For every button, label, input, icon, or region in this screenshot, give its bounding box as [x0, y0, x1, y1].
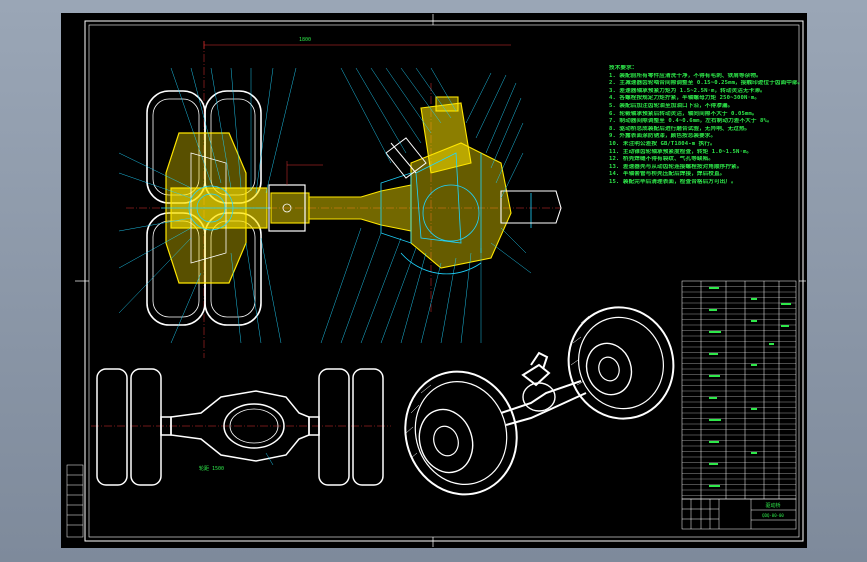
note-line: 6. 轮毂轴承预紧后转动灵活，轴向间隙不大于 0.05mm。 [609, 110, 758, 117]
parts-list [681, 280, 797, 500]
axle-end [500, 190, 562, 224]
note-line: 12. 桥壳焊缝不得有裂纹、气孔等缺陷。 [609, 156, 714, 163]
note-line: 1. 装配前所有零件应清洗干净，不得有毛刺、铁屑等杂物。 [609, 72, 762, 79]
border-ticks [75, 14, 806, 547]
title-block [681, 498, 797, 530]
note-line: 7. 制动器间隙调整至 0.4~0.6mm，左右制动力差不大于 8%。 [609, 118, 773, 125]
note-line: 4. 各螺栓按规定力矩拧紧，半轴螺母力矩 250~300N·m。 [609, 95, 761, 102]
title-block-drawing-code: QDQ-00-00 [762, 513, 784, 518]
note-line: 10. 未注明公差按 GB/T1804-m 执行。 [609, 140, 716, 147]
plan-leader [265, 452, 274, 466]
parts-list-entries [709, 287, 791, 487]
technical-requirements: 技术要求：1. 装配前所有零件应清洗干净，不得有毛刺、铁屑等杂物。2. 主减速器… [609, 65, 844, 187]
note-line: 13. 差速器壳与从动齿轮连接螺栓按对角顺序拧紧。 [609, 163, 743, 170]
hub-details [161, 185, 271, 231]
title-block-drawing-name: 驱动桥 [765, 503, 781, 509]
axle-housing [270, 184, 412, 232]
note-line: 9. 外露表面涂防锈漆，颜色按总装要求。 [609, 133, 717, 140]
note-line: 8. 驱动桥总成装配后进行磨合试验，无异响、无过热。 [609, 125, 751, 132]
top-dimension-line [203, 41, 511, 49]
bottom-dimension-label: 轮距 1500 [199, 466, 225, 472]
note-line: 14. 半轴套管与桥壳压配后焊接，焊后校直。 [609, 171, 726, 178]
assembly-drawing [66, 14, 806, 547]
note-line: 15. 装配完毕后清理表面，检查合格后方可出厂。 [609, 178, 737, 185]
plan-view [96, 368, 384, 486]
tire-tread [405, 315, 590, 459]
isometric-view [404, 306, 675, 496]
parts-list-rows [682, 286, 796, 496]
top-dimension-label: 1800 [299, 37, 312, 43]
note-line: 3. 差速器轴承预紧力矩为 1.5~2.5N·m，转动灵活无卡滞。 [609, 87, 766, 94]
note-line: 11. 主动锥齿轮轴承预紧度检查，转矩 1.0~1.5N·m。 [609, 148, 753, 155]
revision-block [66, 464, 84, 538]
note-line: 5. 装配后加注齿轮油至加油口下沿，不得渗漏。 [609, 102, 734, 109]
pinion-flange [385, 137, 427, 179]
small-dimension [286, 161, 323, 185]
note-line: 技术要求： [609, 65, 638, 71]
note-line: 2. 主减速器齿轮啮合间隙调整至 0.15~0.25mm，接触印迹位于齿面中部。 [609, 80, 804, 87]
drawing-sheet: 1800 轮距 1500 技术要求：1. 装配前所有零件应清洗干净，不得有毛刺、… [61, 13, 807, 548]
leader-lines [118, 67, 532, 344]
reducer-gears [380, 152, 532, 275]
